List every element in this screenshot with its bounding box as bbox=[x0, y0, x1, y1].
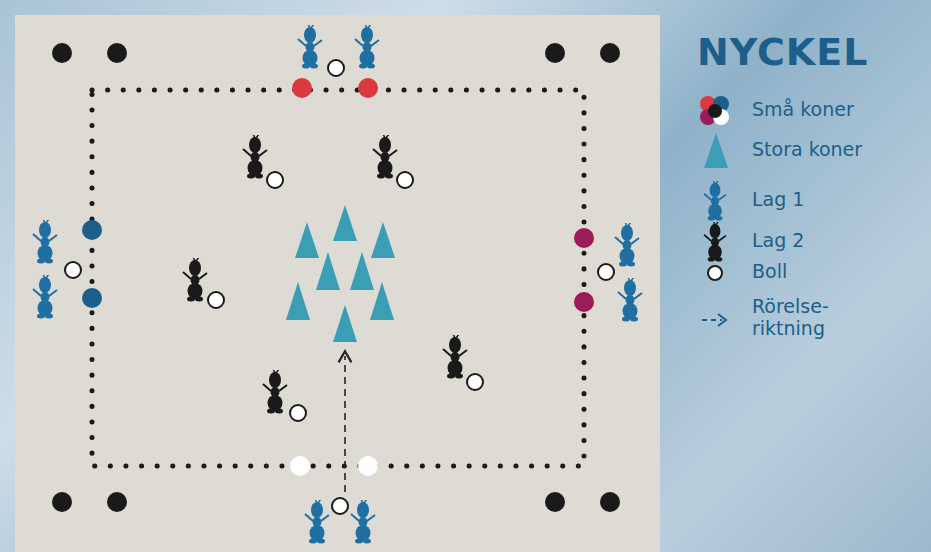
balls bbox=[65, 60, 614, 514]
legend-label: Lag 2 bbox=[752, 230, 902, 252]
legend-label: Stora koner bbox=[752, 139, 902, 161]
legend-samples bbox=[700, 96, 729, 326]
pitch-panel bbox=[15, 15, 660, 552]
corner-cones bbox=[52, 43, 620, 512]
team2-players bbox=[183, 134, 467, 414]
legend-label: Rörelse- riktning bbox=[752, 296, 902, 340]
team1-players bbox=[33, 24, 642, 544]
legend-title: NYCKEL bbox=[697, 30, 868, 74]
big-cones bbox=[286, 205, 395, 342]
gate-cones bbox=[82, 78, 594, 476]
dotted-boundary bbox=[92, 90, 584, 466]
movement-arrow bbox=[344, 356, 346, 492]
legend-label: Boll bbox=[752, 261, 902, 283]
legend-label: Lag 1 bbox=[752, 189, 902, 211]
legend-label: Små koner bbox=[752, 99, 902, 121]
